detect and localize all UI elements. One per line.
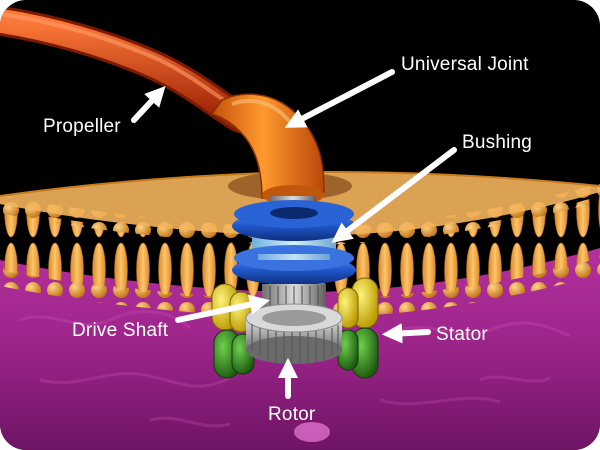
label-rotor: Rotor xyxy=(268,404,316,425)
label-universal-joint: Universal Joint xyxy=(401,54,529,75)
rotor xyxy=(245,303,343,364)
stator-arrow xyxy=(381,323,431,344)
universal-joint-arrow xyxy=(284,69,395,128)
stator-right xyxy=(337,277,379,379)
bushing xyxy=(232,200,356,285)
label-propeller: Propeller xyxy=(43,116,121,137)
propeller xyxy=(0,8,252,130)
vesicle xyxy=(294,422,330,442)
label-stator: Stator xyxy=(436,324,488,345)
labels: Universal Joint Propeller Bushing Drive … xyxy=(43,54,532,425)
bushing-arrow xyxy=(331,147,457,243)
label-bushing: Bushing xyxy=(462,132,532,153)
propeller-arrow xyxy=(131,86,166,123)
label-arrows xyxy=(131,69,457,399)
label-drive-shaft: Drive Shaft xyxy=(72,320,169,341)
cytoplasm-texture xyxy=(19,310,571,428)
drive-shaft-arrow xyxy=(175,294,270,323)
